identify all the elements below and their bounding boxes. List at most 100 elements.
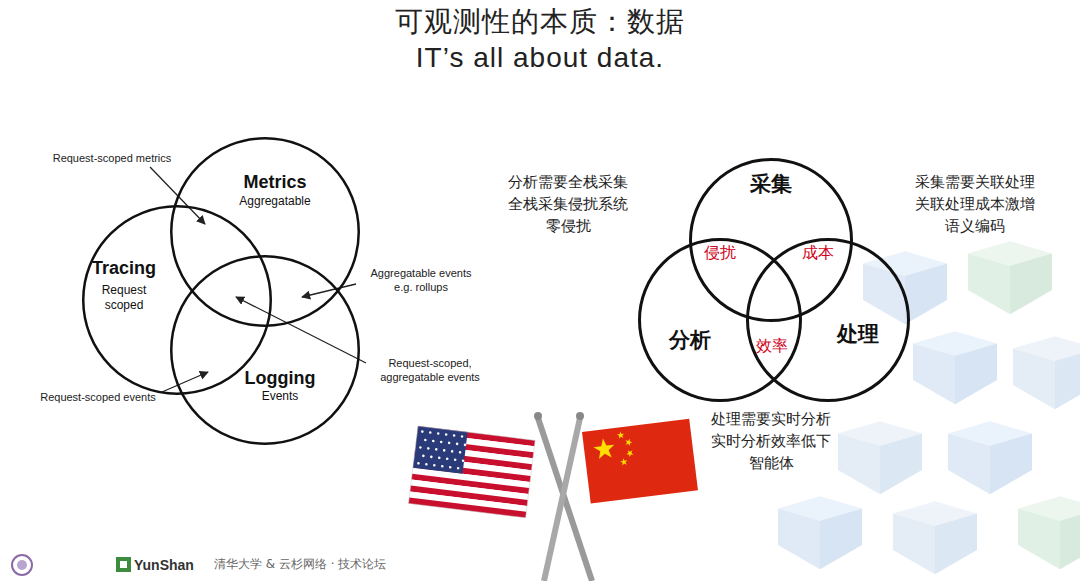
leader-line bbox=[302, 284, 356, 297]
cube-face bbox=[948, 433, 990, 494]
flag-star bbox=[422, 454, 425, 457]
venn-circle: 处理 bbox=[746, 238, 910, 402]
flag-star bbox=[626, 450, 634, 458]
circle-outline bbox=[748, 240, 909, 401]
intersection-label: 侵扰 bbox=[700, 241, 740, 264]
circle-outline bbox=[640, 240, 801, 401]
cube-face bbox=[935, 513, 977, 574]
flag-star bbox=[440, 441, 443, 444]
flag-star bbox=[459, 451, 462, 454]
flag-star bbox=[429, 431, 432, 434]
cube-face bbox=[955, 343, 997, 404]
circle-outline bbox=[170, 137, 360, 327]
cube-face bbox=[820, 508, 862, 569]
us-flag bbox=[408, 426, 535, 518]
flag-star bbox=[464, 443, 467, 446]
circle-subtitle: Request scoped bbox=[96, 283, 152, 313]
pole-top bbox=[534, 412, 542, 420]
flag-star bbox=[425, 463, 428, 466]
slide-title: 可观测性的本质：数据 IT’s all about data. bbox=[370, 4, 710, 76]
flag-star bbox=[620, 458, 628, 466]
cube-face bbox=[905, 263, 947, 324]
footer-logos bbox=[12, 555, 131, 575]
crossed-flags bbox=[408, 412, 697, 581]
cube-face bbox=[1013, 348, 1055, 409]
flag-field bbox=[582, 419, 698, 504]
china-flag bbox=[582, 419, 698, 504]
cube-face bbox=[838, 433, 880, 494]
circle-subtitle: Aggregatable bbox=[230, 194, 320, 209]
flag-star bbox=[433, 464, 436, 467]
leader-lines bbox=[150, 167, 366, 392]
flag-star bbox=[437, 432, 440, 435]
venn-circle: LoggingEvents bbox=[170, 255, 360, 445]
note-text: 处理需要实时分析 实时分析效率低下 智能体 bbox=[706, 409, 836, 474]
cube-face bbox=[990, 433, 1032, 494]
flag-star bbox=[453, 434, 456, 437]
cube-face bbox=[1010, 253, 1052, 314]
flag-star bbox=[432, 440, 435, 443]
leader-line bbox=[162, 372, 208, 392]
flag-star bbox=[593, 437, 616, 459]
cube-face bbox=[1060, 508, 1080, 569]
intersection-label: 效率 bbox=[752, 334, 792, 357]
flag-star bbox=[446, 457, 449, 460]
cube-face bbox=[1018, 508, 1060, 569]
callout-label: Aggregatable events e.g. rollups bbox=[360, 266, 482, 295]
flag-star bbox=[430, 455, 433, 458]
background-cubes bbox=[778, 241, 1080, 574]
callout-label: Request-scoped, aggregatable events bbox=[371, 356, 489, 385]
note-text: 采集需要关联处理 关联处理成本激增 语义编码 bbox=[910, 172, 1040, 237]
circle-heading: Logging bbox=[235, 367, 325, 390]
yunshan-icon bbox=[120, 561, 127, 568]
cube-face bbox=[893, 513, 935, 574]
circle-heading: Tracing bbox=[84, 257, 164, 280]
cube bbox=[778, 496, 862, 569]
circle-heading: 分析 bbox=[660, 327, 720, 353]
flag-stripe bbox=[408, 497, 526, 517]
cube bbox=[1013, 336, 1080, 409]
cube-face bbox=[913, 343, 955, 404]
flag-star bbox=[438, 456, 441, 459]
cube-face bbox=[880, 433, 922, 494]
note-text: 分析需要全栈采集 全栈采集侵扰系统 零侵扰 bbox=[503, 172, 633, 237]
circle-outline bbox=[171, 138, 359, 326]
flag-star bbox=[445, 433, 448, 436]
cube bbox=[838, 421, 922, 494]
circle-heading: 采集 bbox=[741, 171, 801, 197]
flag-star bbox=[421, 430, 424, 433]
flag-star bbox=[427, 447, 430, 450]
circle-outline bbox=[638, 238, 802, 402]
venn-circle: MetricsAggregatable bbox=[170, 137, 360, 327]
flag-star bbox=[424, 439, 427, 442]
circle-outline bbox=[83, 206, 271, 394]
flag-star bbox=[448, 441, 451, 444]
circle-outline bbox=[171, 256, 359, 444]
pole-top bbox=[576, 412, 584, 420]
footer-logo-text: YunShan bbox=[134, 556, 194, 574]
cube-face bbox=[778, 508, 820, 569]
cube bbox=[1018, 496, 1080, 569]
flag-star bbox=[419, 446, 422, 449]
flag-pole bbox=[544, 418, 580, 581]
flag-star bbox=[457, 467, 460, 470]
intersection-label: 成本 bbox=[798, 241, 838, 264]
callout-label: Request-scoped metrics bbox=[42, 151, 182, 165]
university-emblem bbox=[12, 555, 32, 575]
circle-heading: Metrics bbox=[230, 171, 320, 194]
flag-star bbox=[417, 462, 420, 465]
flag-star bbox=[625, 438, 633, 446]
cube bbox=[913, 331, 997, 404]
flag-canton bbox=[413, 426, 468, 474]
cube-face bbox=[1055, 348, 1080, 409]
yunshan-icon bbox=[116, 557, 131, 572]
flag-star bbox=[456, 442, 459, 445]
flag-star bbox=[449, 466, 452, 469]
circle-outline bbox=[170, 255, 360, 445]
callout-label: Request-scoped events bbox=[28, 390, 168, 404]
cube-face bbox=[863, 263, 905, 324]
flag-star bbox=[617, 431, 625, 439]
